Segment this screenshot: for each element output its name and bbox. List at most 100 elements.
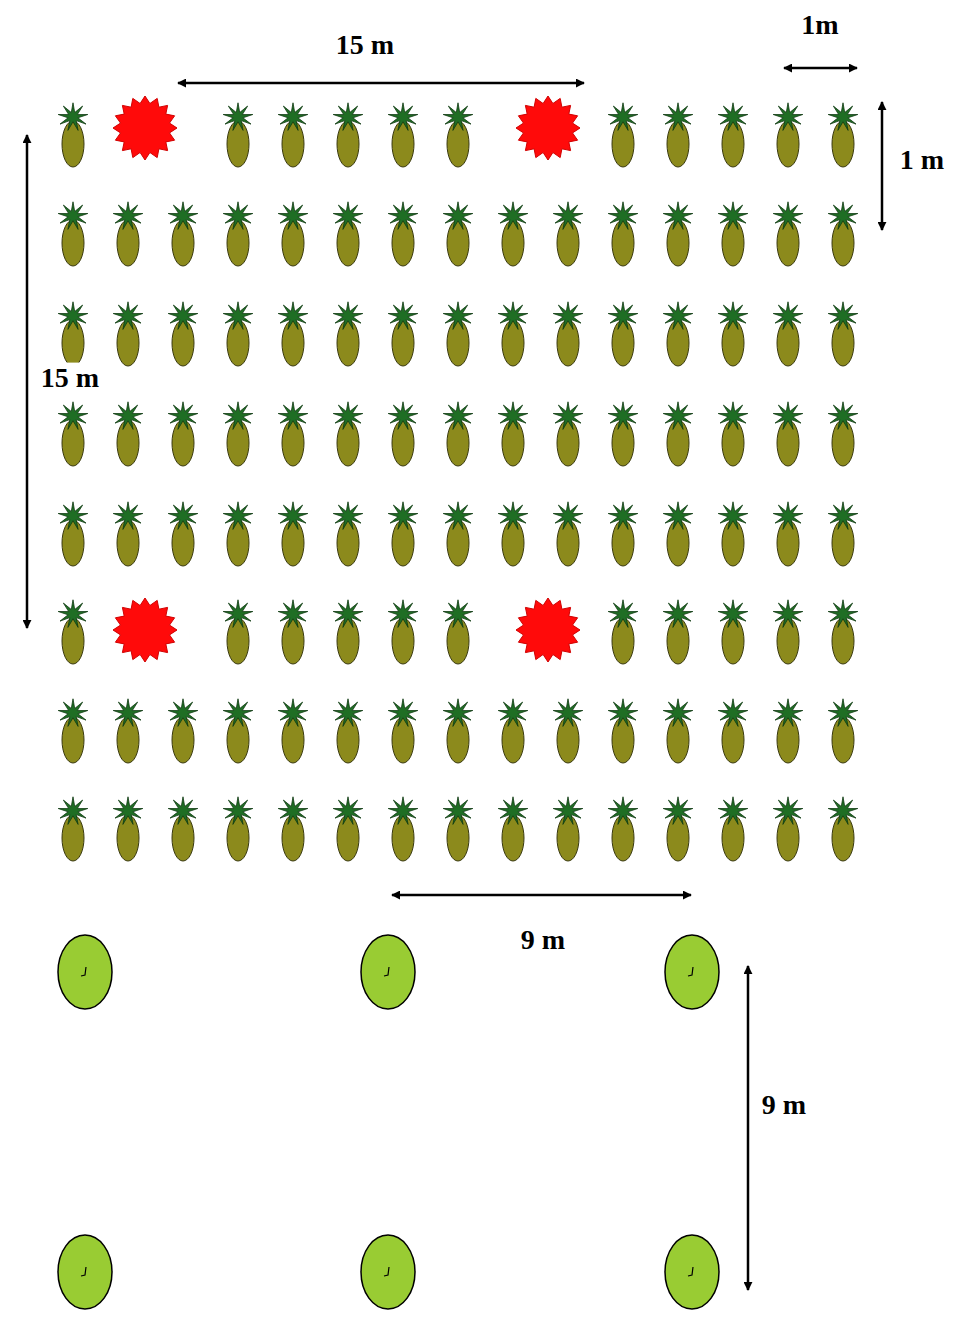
pineapple-plant	[828, 202, 858, 266]
pineapple-plant	[828, 600, 858, 664]
pineapple-plant	[58, 600, 88, 664]
pineapple-plant	[828, 699, 858, 763]
pineapple-plant	[718, 699, 748, 763]
pineapple-plant	[278, 302, 308, 366]
pineapple-plant	[388, 302, 418, 366]
pineapple-plant	[663, 402, 693, 466]
pineapple-plant	[388, 600, 418, 664]
pineapple-plant	[333, 103, 363, 167]
tree-marker	[361, 1235, 415, 1309]
red-marker	[516, 96, 580, 160]
pineapple-plant	[663, 699, 693, 763]
pineapple-plant	[223, 797, 253, 861]
pineapple-plant	[773, 302, 803, 366]
pineapple-plant	[718, 202, 748, 266]
pineapple-plant	[553, 302, 583, 366]
tree-marker	[58, 1235, 112, 1309]
tree-marker	[665, 1235, 719, 1309]
dimension-arrow	[784, 67, 857, 70]
dimension-label: 15 m	[38, 363, 102, 394]
pineapple-plant	[828, 797, 858, 861]
pineapple-plant	[223, 103, 253, 167]
pineapple-plant	[828, 302, 858, 366]
pineapple-plant	[608, 103, 638, 167]
pineapple-plant	[553, 502, 583, 566]
pineapple-plant	[58, 402, 88, 466]
dimension-arrow	[881, 102, 884, 230]
pineapple-plant	[443, 103, 473, 167]
pineapple-plant	[718, 402, 748, 466]
pineapple-plant	[608, 302, 638, 366]
pineapple-plant	[113, 202, 143, 266]
dimension-arrow	[392, 894, 691, 897]
red-marker	[113, 96, 177, 160]
pineapple-plant	[828, 502, 858, 566]
pineapple-plant	[278, 202, 308, 266]
pineapple-plant	[718, 600, 748, 664]
pineapple-plant	[333, 600, 363, 664]
dimension-arrow	[26, 135, 29, 628]
pineapple-plant	[58, 699, 88, 763]
pineapple-plant	[608, 502, 638, 566]
pineapple-plant	[773, 502, 803, 566]
pineapple-plant	[663, 797, 693, 861]
pineapple-plant	[663, 103, 693, 167]
pineapple-plant	[828, 402, 858, 466]
pineapple-plant	[773, 202, 803, 266]
pineapple-plant	[113, 402, 143, 466]
pineapple-plant	[168, 202, 198, 266]
pineapple-plant	[443, 600, 473, 664]
pineapple-plant	[58, 302, 88, 366]
pineapple-plant	[553, 797, 583, 861]
pineapple-plant	[553, 402, 583, 466]
dimension-label: 1 m	[897, 145, 947, 176]
pineapple-plant	[388, 103, 418, 167]
pineapple-grid	[58, 103, 858, 861]
pineapple-plant	[663, 600, 693, 664]
pineapple-plant	[333, 502, 363, 566]
pineapple-plant	[498, 402, 528, 466]
dimension-arrow	[747, 966, 750, 1290]
pineapple-plant	[773, 699, 803, 763]
pineapple-plant	[608, 699, 638, 763]
pineapple-plant	[828, 103, 858, 167]
pineapple-plant	[388, 699, 418, 763]
pineapple-plant	[498, 202, 528, 266]
dimension-label: 15 m	[333, 30, 397, 61]
pineapple-plant	[498, 502, 528, 566]
pineapple-plant	[278, 502, 308, 566]
pineapple-plant	[278, 402, 308, 466]
tree-marker	[361, 935, 415, 1009]
pineapple-plant	[608, 202, 638, 266]
dimension-label: 1m	[798, 10, 841, 41]
pineapple-plant	[223, 302, 253, 366]
pineapple-plant	[168, 699, 198, 763]
pineapple-plant	[278, 600, 308, 664]
tree-marker	[58, 935, 112, 1009]
tree-marker	[665, 935, 719, 1009]
pineapple-plant	[58, 202, 88, 266]
pineapple-plant	[223, 600, 253, 664]
pineapple-plant	[718, 797, 748, 861]
pineapple-plant	[773, 797, 803, 861]
pineapple-plant	[168, 302, 198, 366]
pineapple-plant	[223, 502, 253, 566]
dimension-arrows	[27, 68, 882, 1290]
pineapple-plant	[498, 302, 528, 366]
pineapple-plant	[113, 302, 143, 366]
pineapple-plant	[608, 600, 638, 664]
pineapple-plant	[168, 797, 198, 861]
pineapple-plant	[608, 402, 638, 466]
dimension-label: 9 m	[759, 1090, 809, 1121]
pineapple-plant	[113, 797, 143, 861]
pineapple-plant	[718, 502, 748, 566]
pineapple-plant	[443, 502, 473, 566]
pineapple-plant	[663, 502, 693, 566]
pineapple-plant	[443, 202, 473, 266]
pineapple-plant	[58, 103, 88, 167]
pineapple-plant	[168, 502, 198, 566]
pineapple-plant	[773, 402, 803, 466]
pineapple-plant	[443, 402, 473, 466]
pineapple-plant	[388, 502, 418, 566]
pineapple-plant	[113, 699, 143, 763]
